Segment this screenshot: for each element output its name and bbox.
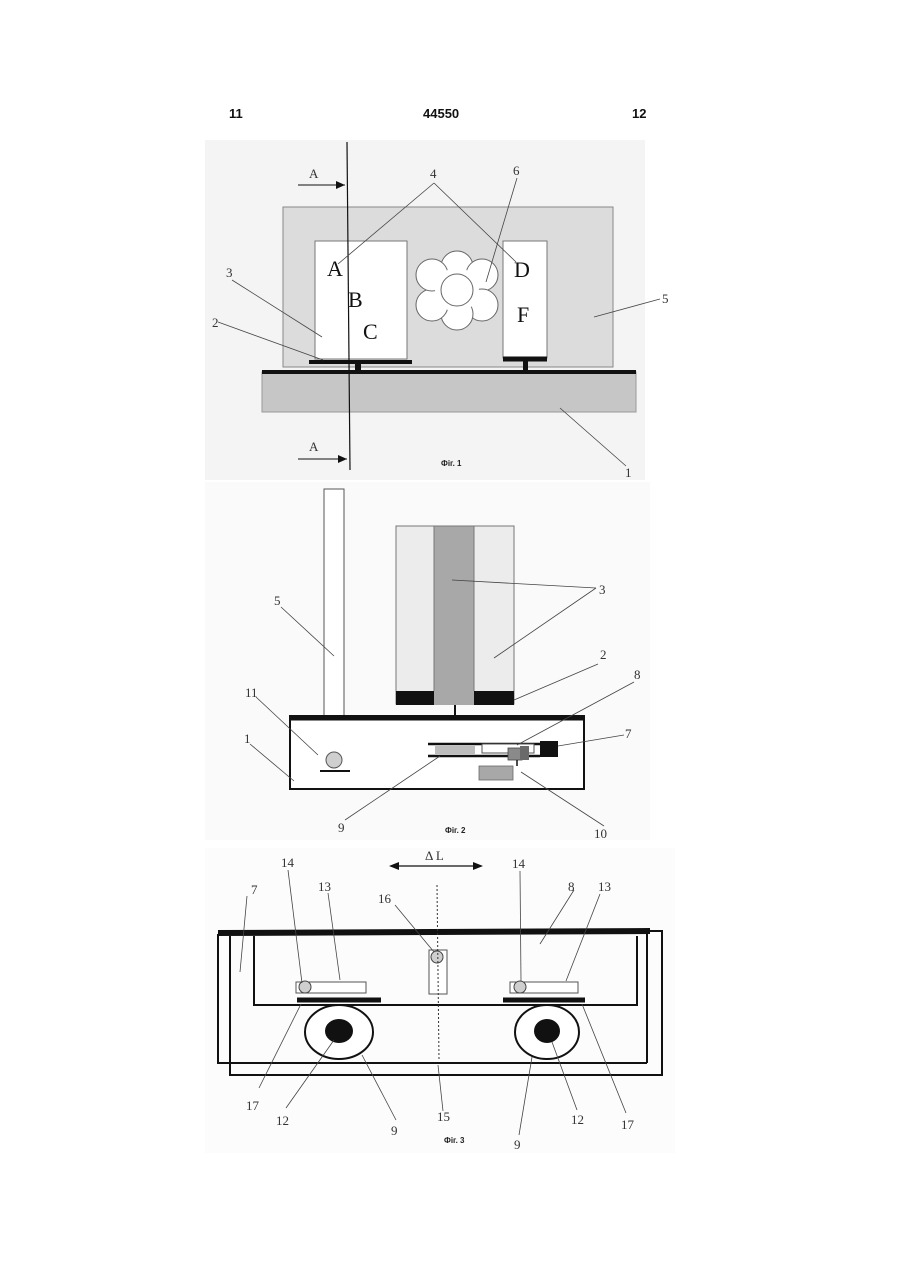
label-14-left: 14 xyxy=(281,855,295,870)
delta-l-label: Δ L xyxy=(425,848,444,863)
label-16: 16 xyxy=(378,891,392,906)
label-2: 2 xyxy=(212,315,219,330)
label-2: 2 xyxy=(600,647,607,662)
label-8: 8 xyxy=(568,879,575,894)
pin-14-left xyxy=(299,981,311,993)
label-5: 5 xyxy=(662,291,669,306)
base-1 xyxy=(262,372,636,412)
figure-1: А А A B C D F 4 6 3 2 5 1 Фіг. 1 xyxy=(205,140,669,480)
pin-14-right xyxy=(514,981,526,993)
label-7: 7 xyxy=(625,726,632,741)
mechanism-7 xyxy=(540,741,558,757)
gear-block xyxy=(508,748,522,760)
label-6: 6 xyxy=(513,163,520,178)
fig1-caption: Фіг. 1 xyxy=(441,459,462,468)
label-17-right: 17 xyxy=(621,1117,635,1132)
platform-stem-left xyxy=(355,363,361,372)
section-mark-bottom: А xyxy=(309,439,319,454)
fig2-caption: Фіг. 2 xyxy=(445,826,466,835)
block-middle xyxy=(434,526,474,704)
label-5: 5 xyxy=(274,593,281,608)
label-1: 1 xyxy=(625,465,632,480)
figure-2: 5 11 1 3 2 8 7 9 10 Фіг. 2 xyxy=(205,482,650,841)
section-mark-top: А xyxy=(309,166,319,181)
motor-10 xyxy=(479,766,513,780)
pin-16 xyxy=(431,951,443,963)
label-14-right: 14 xyxy=(512,856,526,871)
letter-b: B xyxy=(348,287,363,312)
label-12-left: 12 xyxy=(276,1113,289,1128)
label-15: 15 xyxy=(437,1109,450,1124)
label-8: 8 xyxy=(634,667,641,682)
roller-11 xyxy=(326,752,342,768)
label-17-left: 17 xyxy=(246,1098,260,1113)
label-9: 9 xyxy=(338,820,345,835)
flower-6 xyxy=(416,251,498,330)
letter-c: C xyxy=(363,319,378,344)
label-3: 3 xyxy=(226,265,233,280)
label-7: 7 xyxy=(251,882,258,897)
platform-stem-right xyxy=(523,361,528,372)
label-4: 4 xyxy=(430,166,437,181)
letter-d: D xyxy=(514,257,530,282)
label-9-left: 9 xyxy=(391,1123,398,1138)
letter-a: A xyxy=(327,256,343,281)
panel-5-side xyxy=(324,489,344,753)
label-11: 11 xyxy=(245,685,258,700)
label-12-right: 12 xyxy=(571,1112,584,1127)
label-9-right: 9 xyxy=(514,1137,521,1152)
label-10: 10 xyxy=(594,826,607,841)
label-13-left: 13 xyxy=(318,879,331,894)
letter-f: F xyxy=(517,302,529,327)
carriage-fill xyxy=(435,746,475,754)
label-13-right: 13 xyxy=(598,879,611,894)
hub-12-right xyxy=(534,1019,560,1043)
figure-3: Δ L xyxy=(205,848,675,1153)
label-1: 1 xyxy=(244,731,251,746)
hub-12-left xyxy=(325,1019,353,1043)
platform-gap xyxy=(434,691,474,705)
label-3: 3 xyxy=(599,582,606,597)
gear-block-2 xyxy=(520,746,529,760)
fig3-caption: Фіг. 3 xyxy=(444,1136,465,1145)
